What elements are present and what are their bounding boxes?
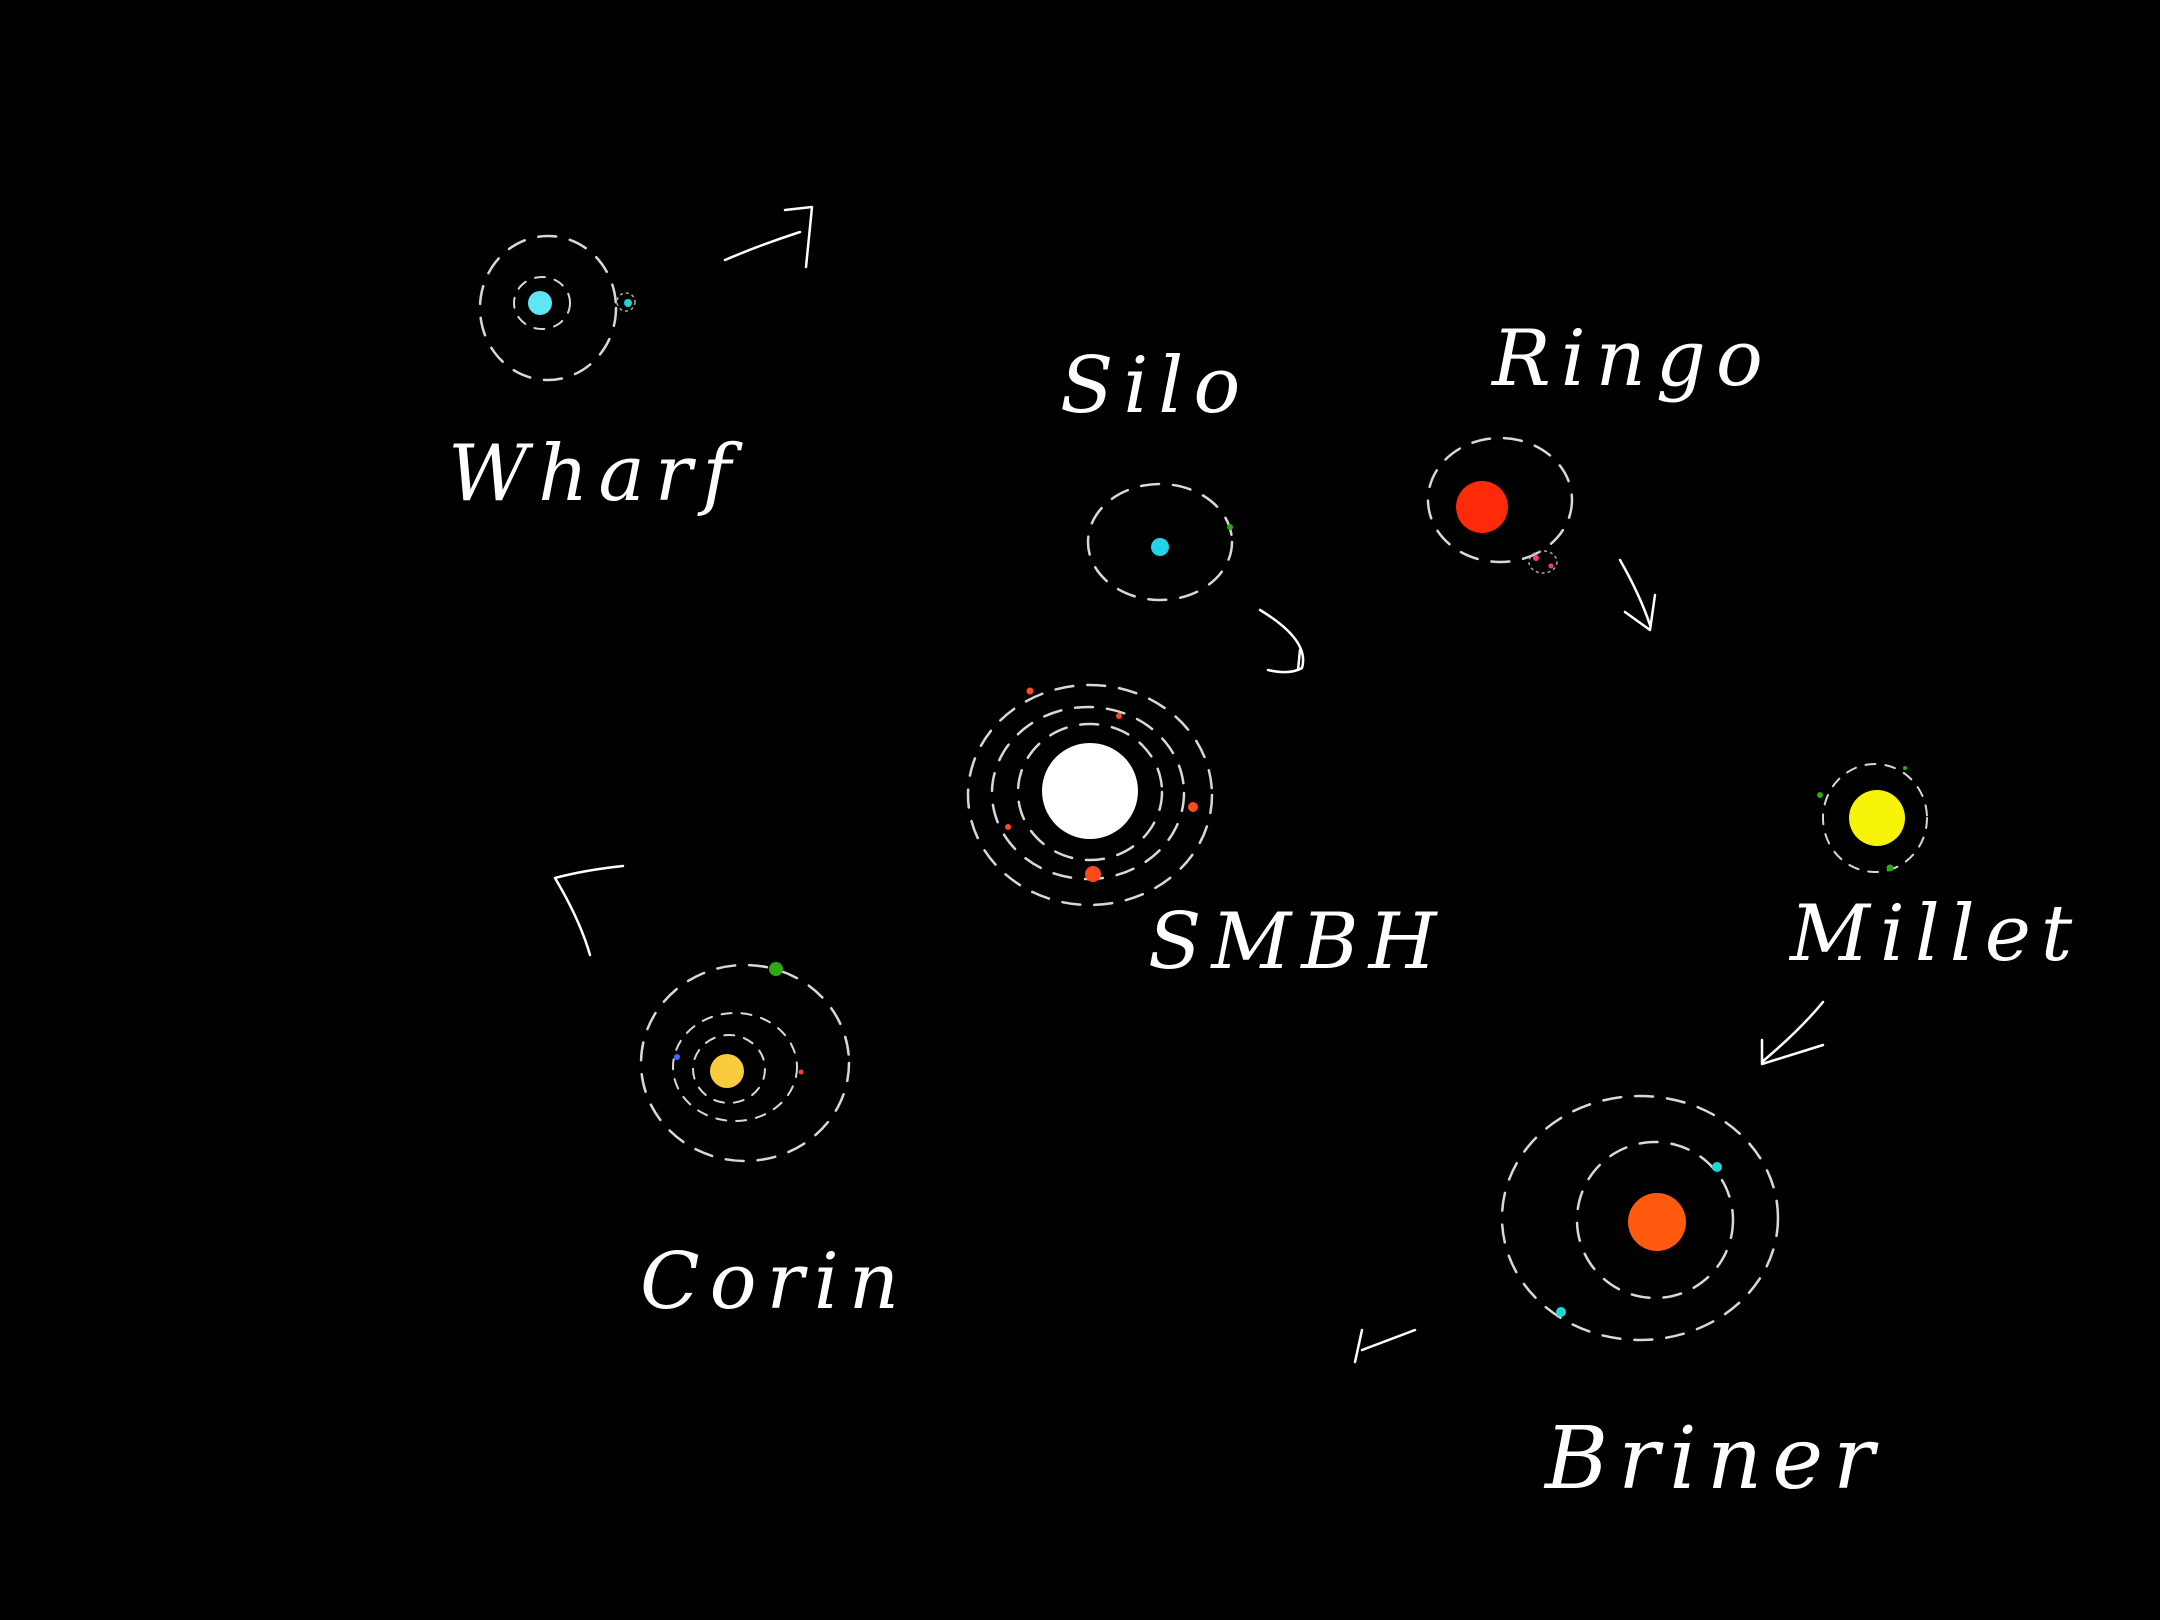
planet <box>1533 555 1539 561</box>
planet <box>1903 766 1907 770</box>
system-millet: Millet <box>1788 763 2082 979</box>
orbit-inner <box>513 276 571 330</box>
orbit <box>1426 436 1574 564</box>
arrow-wharf-to-silo <box>723 205 814 269</box>
planet <box>1026 687 1034 695</box>
planet <box>1556 1307 1566 1317</box>
arrow-briner-to-corin <box>1353 1328 1417 1364</box>
orbit-outer <box>1500 1094 1780 1342</box>
corin-star <box>710 1054 744 1088</box>
system-briner: Briner <box>1500 1094 1884 1509</box>
label-silo: Silo <box>1060 341 1250 431</box>
system-corin: Corin <box>639 962 909 1327</box>
system-silo: Silo <box>1060 341 1250 602</box>
orbit-inner <box>692 1034 766 1104</box>
orbit-inner <box>1575 1140 1735 1300</box>
planet <box>1712 1162 1722 1172</box>
wharf-moon-orbit <box>616 292 636 312</box>
arrow-silo-to-smbh <box>1258 608 1305 674</box>
planet <box>1548 563 1554 569</box>
arrows <box>553 205 1825 1364</box>
arrow-corin-to-wharf <box>553 864 625 957</box>
label-corin: Corin <box>640 1237 909 1327</box>
orbit-outer <box>478 234 618 382</box>
planet <box>798 1069 804 1075</box>
orbit <box>1086 482 1234 602</box>
silo-star <box>1151 538 1169 556</box>
system-ringo: Ringo <box>1426 314 1773 574</box>
label-millet: Millet <box>1788 889 2082 979</box>
arrow-millet-to-briner <box>1760 1000 1825 1066</box>
orbit-outer <box>639 963 851 1163</box>
label-ringo: Ringo <box>1490 314 1773 404</box>
planet <box>624 299 632 307</box>
planet <box>1116 713 1122 719</box>
smbh-core <box>1042 743 1138 839</box>
orbit <box>1822 763 1928 873</box>
label-briner: Briner <box>1543 1409 1884 1509</box>
planet <box>1188 802 1198 812</box>
planet <box>674 1054 680 1060</box>
planet <box>769 962 783 976</box>
wharf-star <box>528 291 552 315</box>
planet <box>1886 864 1894 872</box>
arrow-ringo-to-millet <box>1618 558 1657 632</box>
orbit-middle <box>672 1012 798 1122</box>
orbit-inner <box>1016 722 1164 862</box>
label-smbh: SMBH <box>1148 897 1447 987</box>
system-smbh: SMBH <box>966 683 1447 987</box>
label-wharf: Wharf <box>448 429 743 519</box>
millet-star <box>1849 790 1905 846</box>
moon-orbit <box>1528 550 1558 574</box>
planet <box>1227 524 1233 530</box>
ringo-star <box>1456 481 1508 533</box>
system-wharf: Wharf <box>448 234 743 519</box>
planet <box>1817 792 1823 798</box>
planet <box>1005 824 1011 830</box>
planet <box>1085 866 1101 882</box>
briner-star <box>1628 1193 1686 1251</box>
orbit-outer <box>966 683 1214 907</box>
